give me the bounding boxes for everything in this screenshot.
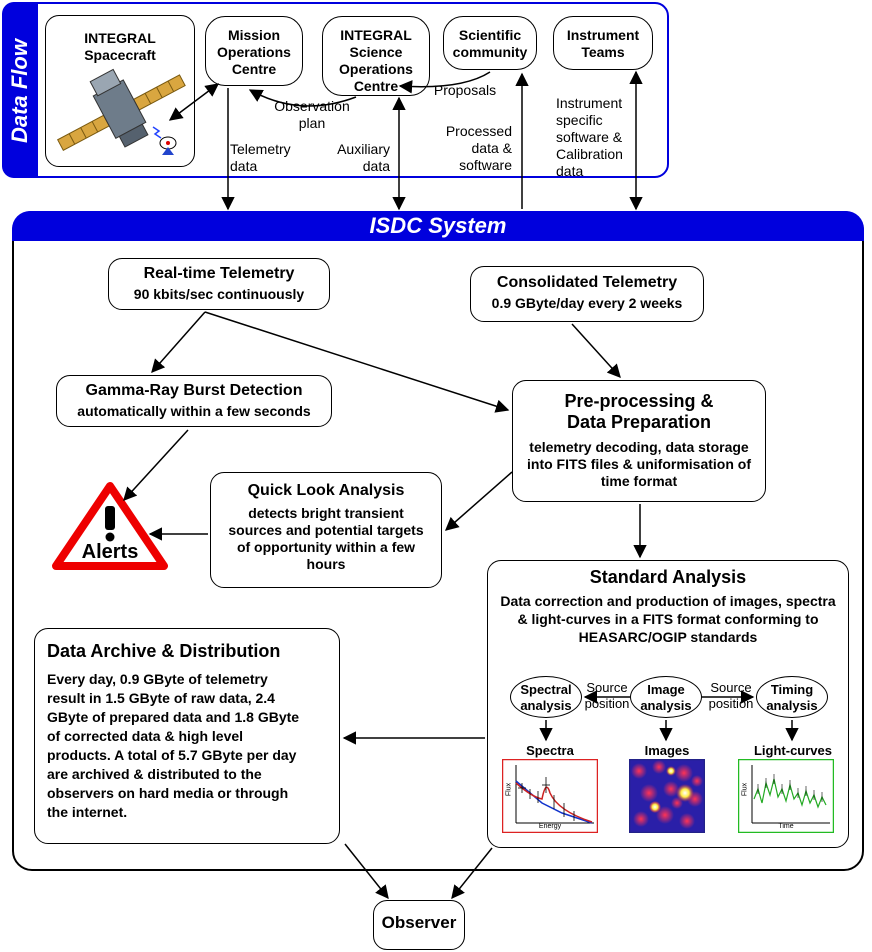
spectral-analysis-oval xyxy=(510,676,582,718)
quick-look-sub: detects bright transient sources and pot… xyxy=(228,505,424,572)
isdc-title: ISDC System xyxy=(369,213,507,238)
sci-community-label: Scientific community xyxy=(452,27,528,60)
proposals-label: Proposals xyxy=(433,82,497,98)
consolidated-telemetry-title: Consolidated Telemetry xyxy=(496,274,678,291)
alerts-triangle-icon xyxy=(52,482,168,570)
image-analysis-label: Image analysis xyxy=(640,682,692,713)
spacecraft-illustration xyxy=(56,68,186,155)
consolidated-telemetry-sub: 0.9 GByte/day every 2 weeks xyxy=(491,295,683,311)
preprocessing-title: Pre-processing & Data Preparation xyxy=(564,391,714,432)
isdc-header xyxy=(12,211,864,241)
lightcurve-time-axis-label: Time xyxy=(778,823,794,830)
data-flow-title: Data Flow xyxy=(7,39,32,143)
grb-detection-box: Gamma-Ray Burst Detection automatically … xyxy=(56,375,332,427)
spectra-plot-thumbnail xyxy=(502,759,598,833)
sci-community-box: Scientific community xyxy=(443,16,537,70)
observation-plan-label: Observation plan xyxy=(274,98,350,131)
instrument-teams-box: Instrument Teams xyxy=(553,16,653,70)
data-archive-box: Data Archive & Distribution Every day, 0… xyxy=(34,628,340,844)
instrument-software-label: Instrument specific software & Calibrati… xyxy=(556,95,623,179)
telemetry-data-label: Telemetry data xyxy=(230,141,291,174)
grb-detection-sub: automatically within a few seconds xyxy=(77,403,311,419)
standard-analysis-title: Standard Analysis xyxy=(589,567,747,587)
spectra-label: Spectra xyxy=(526,743,574,758)
spectra-energy-axis-label: Energy xyxy=(538,823,562,830)
spectra-flux-axis-label: Flux xyxy=(505,782,513,797)
observer-label: Observer xyxy=(381,913,457,932)
lightcurve-flux-axis-label: Flux xyxy=(741,782,749,797)
images-label: Images xyxy=(644,743,690,758)
data-archive-title: Data Archive & Distribution xyxy=(47,641,281,661)
processed-data-label: Processed data & software xyxy=(445,123,512,173)
spectral-analysis-label: Spectral analysis xyxy=(520,682,572,713)
auxiliary-data-label: Auxiliary data xyxy=(337,141,390,174)
grb-detection-title: Gamma-Ray Burst Detection xyxy=(85,382,303,399)
lightcurves-label: Light-curves xyxy=(753,743,832,758)
quick-look-title: Quick Look Analysis xyxy=(247,482,405,499)
timing-analysis-label: Timing analysis xyxy=(766,682,818,713)
timing-analysis-oval xyxy=(756,676,828,718)
isoc-box: INTEGRAL Science Operations Centre xyxy=(322,16,430,96)
isoc-label: INTEGRAL Science Operations Centre xyxy=(339,27,413,94)
data-archive-body: Every day, 0.9 GByte of telemetry result… xyxy=(47,671,300,820)
moc-box: Mission Operations Centre xyxy=(205,16,303,86)
instrument-teams-label: Instrument Teams xyxy=(566,27,640,60)
realtime-telemetry-box: Real-time Telemetry 90 kbits/sec continu… xyxy=(108,258,330,310)
preprocessing-box: Pre-processing & Data Preparation teleme… xyxy=(512,380,766,502)
data-flow-tab xyxy=(2,2,38,178)
moc-label: Mission Operations Centre xyxy=(217,27,291,77)
images-map-thumbnail xyxy=(629,759,705,833)
quick-look-box: Quick Look Analysis detects bright trans… xyxy=(210,472,442,588)
preprocessing-sub: telemetry decoding, data storage into FI… xyxy=(527,439,751,489)
image-analysis-oval xyxy=(630,676,702,718)
consolidated-telemetry-box: Consolidated Telemetry 0.9 GByte/day eve… xyxy=(470,266,704,322)
source-position-label-left: Source position xyxy=(584,680,630,711)
realtime-telemetry-title: Real-time Telemetry xyxy=(143,265,295,282)
source-position-label-right: Source position xyxy=(708,680,754,711)
lightcurve-plot-thumbnail xyxy=(738,759,834,833)
observer-box xyxy=(373,900,465,950)
alerts-label: Alerts xyxy=(81,541,139,563)
realtime-telemetry-sub: 90 kbits/sec continuously xyxy=(133,286,305,302)
spacecraft-label: INTEGRAL Spacecraft xyxy=(84,30,156,63)
standard-analysis-sub: Data correction and production of images… xyxy=(500,593,836,645)
